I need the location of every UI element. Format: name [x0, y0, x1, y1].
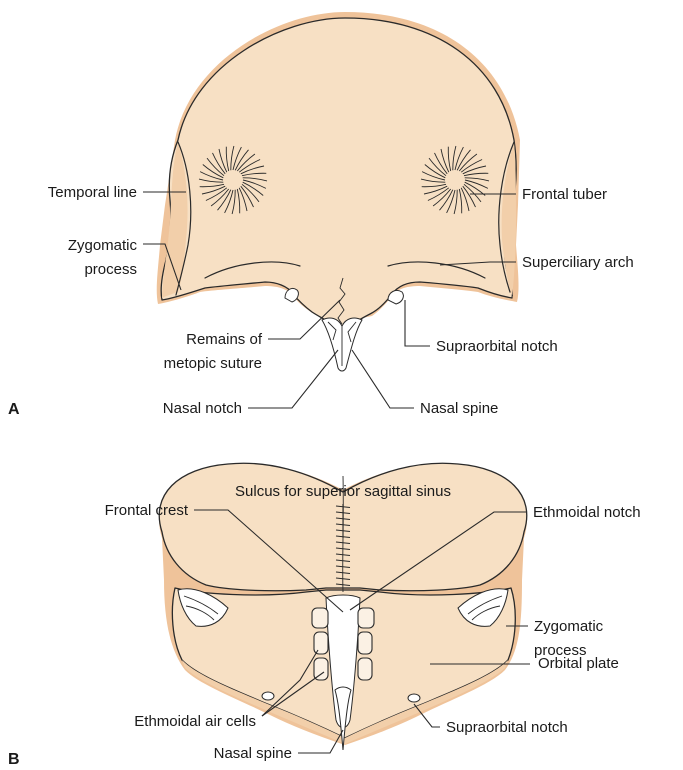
label-zygomatic-process-b-1: Zygomatic [534, 618, 604, 635]
label-superciliary-arch: Superciliary arch [522, 254, 634, 271]
panel-letter-a: A [8, 401, 20, 418]
label-ethmoidal-air-cells: Ethmoidal air cells [134, 713, 256, 730]
label-zygomatic-process-a-1: Zygomatic [68, 237, 138, 254]
label-frontal-crest: Frontal crest [105, 502, 189, 519]
label-sulcus-superior-sagittal-sinus: Sulcus for superior sagittal sinus [235, 483, 451, 500]
label-zygomatic-process-a-2: process [84, 261, 137, 278]
label-nasal-spine-a: Nasal spine [420, 400, 498, 417]
label-zygomatic-process-b-2: process [534, 642, 587, 659]
label-nasal-notch: Nasal notch [163, 400, 242, 417]
label-nasal-spine-b: Nasal spine [214, 745, 292, 762]
label-metopic-suture-2: metopic suture [164, 355, 262, 372]
label-metopic-suture-1: Remains of [186, 331, 263, 348]
label-supraorbital-notch-a: Supraorbital notch [436, 338, 558, 355]
label-supraorbital-notch-b: Supraorbital notch [446, 719, 568, 736]
panel-letter-b: B [8, 751, 20, 768]
label-temporal-line: Temporal line [48, 184, 137, 201]
label-frontal-tuber: Frontal tuber [522, 186, 607, 203]
label-ethmoidal-notch: Ethmoidal notch [533, 504, 641, 521]
